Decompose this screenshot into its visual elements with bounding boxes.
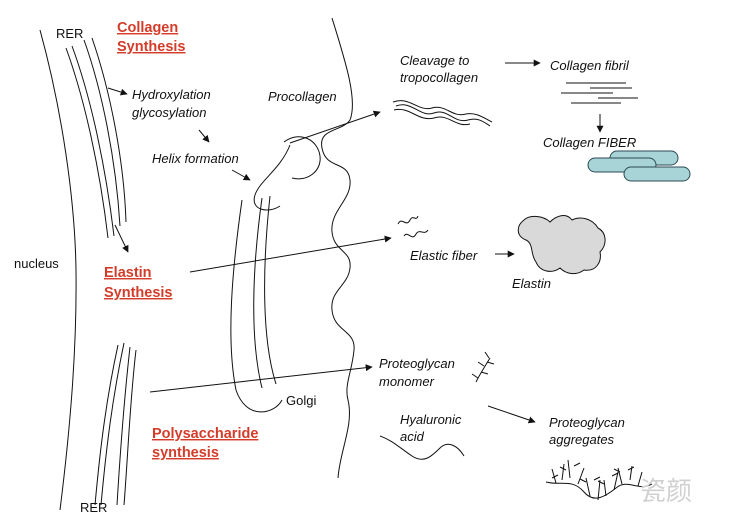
arrow-elastin-to-fiber [189,235,392,273]
procollagen-label: Procollagen [268,89,337,104]
rer-bottom-label: RER [80,500,107,515]
collagen-synthesis-heading-2: Synthesis [117,39,186,55]
hyaluronic-acid-label: Hyaluronic [400,412,462,427]
arrow-rer-to-elastin [114,224,129,253]
hyaluronic-acid-icon [379,435,465,460]
arrow-to-aggregates [487,405,536,424]
tropocollagen-label: tropocollagen [400,70,478,85]
rer-top-membranes [65,37,127,239]
rer-top-label: RER [56,26,83,41]
glycosylation-label: glycosylation [132,105,206,120]
elastic-fiber-label: Elastic fiber [410,248,478,263]
proteoglycan-aggregate-icon [545,459,653,501]
collagen-fibril-label: Collagen fibril [550,58,630,73]
elastin-label: Elastin [512,276,551,291]
hydroxylation-label: Hydroxylation [132,87,211,102]
hyaluronic-acid-label-2: acid [400,429,425,444]
collagen-synthesis-heading: Collagen [117,20,178,36]
proteoglycan-monomer-label: Proteoglycan [379,356,455,371]
elastic-fiber-icon [397,215,429,238]
proteoglycan-monomer-icon [471,351,495,383]
polysaccharide-synthesis-heading-2: synthesis [152,445,219,461]
golgi-apparatus [230,136,321,413]
collagen-fiber-label: Collagen FIBER [543,135,636,150]
elastin-synthesis-heading: Elastin [104,265,152,281]
elastin-synthesis-heading-2: Synthesis [104,285,173,301]
secretory-membrane [321,17,355,479]
proteoglycan-aggregates-label-2: aggregates [549,432,615,447]
proteoglycan-aggregates-label: Proteoglycan [549,415,625,430]
proteoglycan-monomer-label-2: monomer [379,374,435,389]
tropocollagen-strands-icon [392,100,493,127]
arrow-to-hydroxylation [107,87,128,96]
polysaccharide-synthesis-heading: Polysaccharide [152,426,258,442]
arrow-to-helix [198,129,210,143]
collagen-fiber-icon [587,150,691,182]
collagen-fibril-icon [561,82,638,104]
arrow-procollagen-to-cleavage [289,110,381,144]
cleavage-label: Cleavage to [400,53,469,68]
nuclear-envelope [39,29,77,511]
watermark: 瓷颜 [640,477,692,507]
nucleus-label: nucleus [14,256,59,271]
helix-formation-label: Helix formation [152,151,239,166]
golgi-label: Golgi [286,393,316,408]
rer-bottom-membranes [94,342,137,506]
arrow-helix-to-golgi [231,169,251,181]
arrow-polysaccharide-to-monomer [149,364,373,393]
elastin-blob-icon [517,215,606,275]
